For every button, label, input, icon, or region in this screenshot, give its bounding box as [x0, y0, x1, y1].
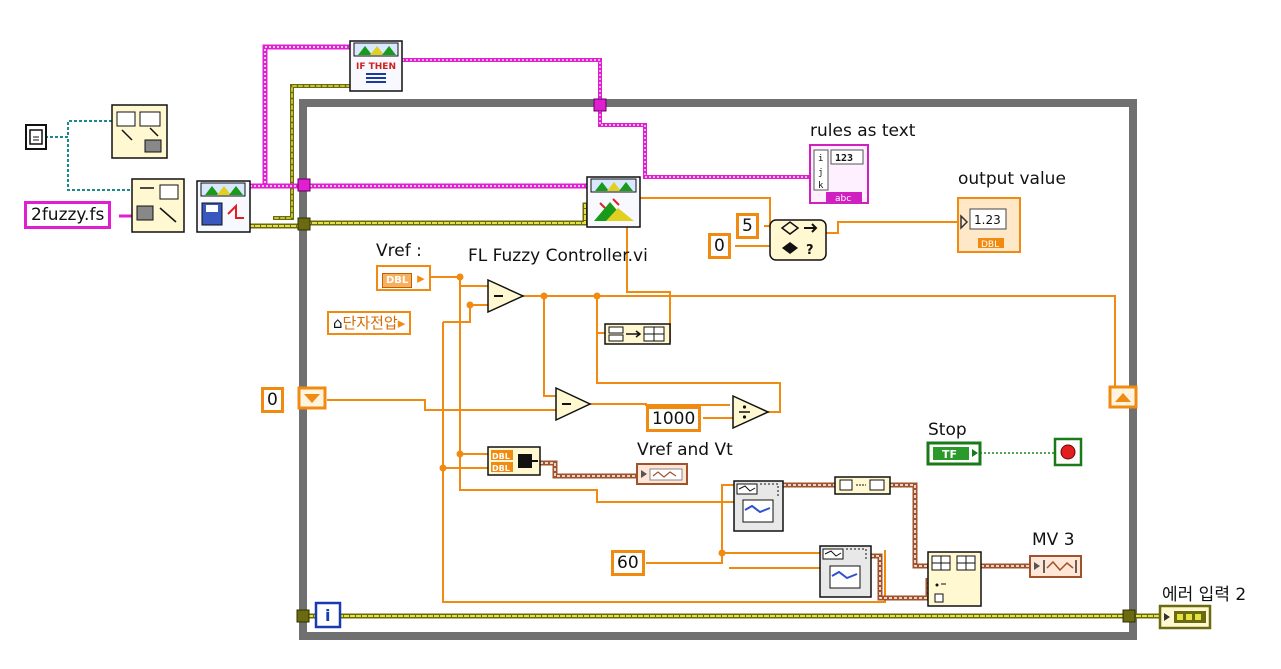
- rules-type-text: abc: [835, 194, 851, 204]
- bundle-dbl-a: DBL: [492, 452, 510, 461]
- stop-type-text: TF: [942, 448, 957, 461]
- build-path-node[interactable]: [131, 178, 185, 233]
- error-tunnel-bottom-left: [296, 609, 310, 623]
- wire-junctions: [439, 273, 726, 557]
- fuzzy-file-name-constant[interactable]: 2fuzzy.fs: [24, 201, 112, 229]
- vref-and-vt-label: Vref and Vt: [637, 440, 733, 460]
- control-arrow-icon: ▸: [397, 314, 406, 332]
- constant-zero-select[interactable]: 0: [708, 233, 731, 259]
- waveform-wires: [540, 460, 1030, 601]
- path-wires: [45, 120, 132, 191]
- waveform-node-1[interactable]: [733, 480, 784, 532]
- constant-thousand[interactable]: 1000: [646, 406, 702, 432]
- fuzzy-set-tunnel-left: [297, 178, 311, 192]
- output-value-type: DBL: [981, 240, 999, 250]
- svg-text:j: j: [818, 168, 823, 178]
- path-strip-node[interactable]: [111, 104, 168, 159]
- if-then-text: IF THEN: [356, 62, 396, 72]
- get-rules-node[interactable]: IF THEN: [349, 40, 403, 92]
- error-wires: [247, 84, 1163, 619]
- output-value-label: output value: [958, 169, 1066, 189]
- while-loop-frame[interactable]: [299, 99, 1137, 640]
- svg-text:i: i: [818, 154, 823, 164]
- rules-as-text-label: rules as text: [810, 121, 916, 141]
- svg-text:?: ?: [806, 243, 814, 258]
- stop-button-control[interactable]: TF: [926, 441, 982, 466]
- file-path-constant[interactable]: [25, 124, 47, 150]
- terminal-voltage-text: 단자전압: [342, 314, 398, 332]
- terminal-voltage-control[interactable]: ⌂단자전압▸: [327, 311, 412, 335]
- mv3-chart-indicator: [1029, 555, 1082, 578]
- numeric-wires: [327, 197, 1116, 603]
- subtract-node-2[interactable]: [555, 386, 592, 422]
- shift-register-right[interactable]: [1108, 385, 1138, 409]
- vref-type-tag: DBL: [382, 273, 413, 288]
- iteration-terminal: i: [314, 601, 342, 629]
- bundle-dbl-b: DBL: [492, 464, 510, 473]
- fuzzy-controller-label: FL Fuzzy Controller.vi: [468, 246, 648, 266]
- build-array-node[interactable]: [604, 323, 671, 345]
- iteration-terminal-text: i: [325, 606, 330, 625]
- loop-condition-terminal[interactable]: [1053, 437, 1083, 467]
- output-value-indicator: 1.23 DBL: [957, 197, 1021, 253]
- vref-control[interactable]: DBL ▸: [376, 265, 431, 291]
- error-out-indicator: [1158, 604, 1212, 630]
- build-waveform-array-node[interactable]: [927, 551, 982, 607]
- vref-label: Vref :: [376, 241, 422, 261]
- loop-tunnels: [296, 98, 1136, 623]
- error-tunnel-left: [297, 217, 311, 231]
- svg-text:k: k: [818, 181, 824, 191]
- stop-label: Stop: [928, 420, 967, 440]
- vref-arrow-icon: ▸: [417, 269, 425, 287]
- subtract-node-1[interactable]: [487, 278, 525, 314]
- home-icon: ⌂: [333, 314, 343, 332]
- divide-node[interactable]: [732, 394, 770, 430]
- error-input-label: 에러 입력 2: [1162, 585, 1247, 605]
- select-node[interactable]: ?: [769, 219, 827, 261]
- shift-register-left[interactable]: [297, 386, 327, 410]
- fuzzy-controller-node[interactable]: [586, 176, 641, 228]
- load-fuzzy-system-node[interactable]: [196, 180, 251, 233]
- array-to-cluster-node[interactable]: [834, 476, 891, 495]
- output-value-display: 1.23: [974, 213, 1001, 227]
- vref-and-vt-chart-indicator: [636, 463, 688, 485]
- bundle-node[interactable]: DBL DBL: [487, 446, 541, 476]
- rules-display-text: 123: [835, 153, 853, 164]
- mv3-label: MV 3: [1032, 530, 1075, 550]
- constant-zero-shift[interactable]: 0: [261, 387, 284, 413]
- fuzzy-set-tunnel-top: [593, 98, 607, 112]
- rules-as-text-indicator: i j k 123 abc: [809, 144, 869, 204]
- constant-five[interactable]: 5: [736, 213, 759, 239]
- error-tunnel-bottom-right: [1122, 609, 1136, 623]
- waveform-node-2[interactable]: [819, 545, 872, 598]
- constant-sixty[interactable]: 60: [611, 550, 645, 576]
